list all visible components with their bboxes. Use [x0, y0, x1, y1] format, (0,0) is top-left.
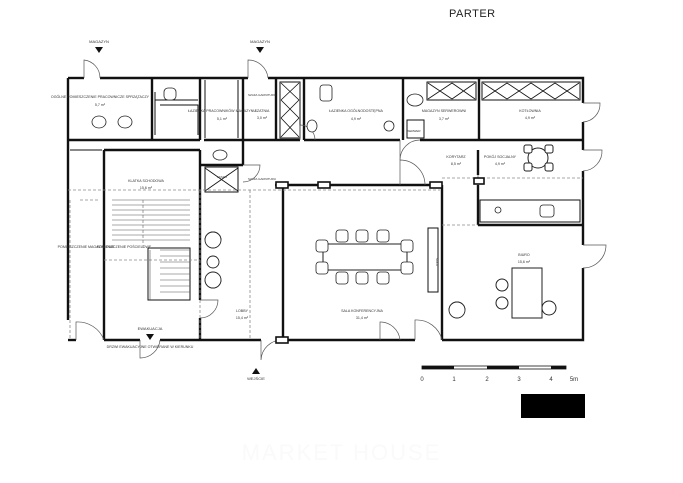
- room-name: POMIESZCZENIE POŚCIELOWE: [97, 244, 152, 249]
- entrance-label: MAGAZYN: [250, 39, 270, 44]
- scale-tick: 1: [452, 377, 456, 383]
- fixture-label: SZAFKI: [217, 175, 228, 179]
- fixture-label: SERWER: [407, 129, 421, 133]
- room-name: KOTŁOWNIA: [519, 109, 541, 113]
- fixture-label: SZAFA GARNITURU: [248, 177, 276, 181]
- storage-hatch: [204, 82, 580, 192]
- dashed-lines: [68, 177, 583, 340]
- entrance-label: MAGAZYN: [89, 39, 109, 44]
- room-area: 4,9 m²: [351, 117, 362, 121]
- entrance-label: WEJŚCIE: [247, 376, 265, 381]
- room-area: 4,9 m²: [495, 162, 506, 166]
- staircase: [112, 199, 190, 300]
- room-area: 31,4 m²: [356, 316, 369, 320]
- scale-tick: 5m: [570, 377, 578, 383]
- room-area: 5,1 m²: [217, 117, 228, 121]
- fixture-label: SOFA: [435, 258, 439, 266]
- room-name: POMIESZCZENIE MAGAZYNOWE: [58, 245, 115, 249]
- room-name: POKÓJ SOCJALNY: [484, 154, 517, 159]
- lobby-chairs: [204, 231, 466, 319]
- brand-watermark: MARKET HOUSE: [241, 440, 442, 465]
- bathroom-fixtures: [91, 84, 555, 218]
- scale-tick: 3: [517, 377, 521, 383]
- walls: [66, 76, 585, 342]
- room-area: 15,6 m²: [140, 186, 153, 190]
- room-name: KORYTARZ: [446, 155, 466, 159]
- columns: [275, 177, 485, 344]
- scale-tick: 4: [549, 377, 553, 383]
- office-desk: [495, 267, 557, 319]
- labels: MAGAZYN MAGAZYN WEJŚCIE EWAKUACJA OGÓLNE…: [51, 39, 541, 381]
- room-name: SZATNIA: [255, 109, 271, 113]
- room-name: BIURO: [518, 253, 530, 257]
- social-table: [523, 144, 554, 172]
- room-name: OGÓLNE POMIESZCZENIE PRACOWNICZE SPRZĄTA…: [51, 94, 150, 99]
- room-name: LOBBY: [236, 309, 249, 313]
- room-area: 15,4 m²: [236, 316, 249, 320]
- redaction-box: [521, 394, 585, 418]
- room-area: 8,5 m²: [451, 162, 462, 166]
- room-name: DRZWI EWAKUACYJNE OTWIERANE W KIERUNKU: [107, 345, 194, 349]
- scale-tick: 2: [485, 377, 489, 383]
- fixture-label: SZAFA GARNITURU: [248, 93, 276, 97]
- room-name: ŁAZIENKA PRACOWNIKÓW MAGAZYNU: [188, 108, 256, 113]
- room-name: SALA KONFERENCYJNA: [341, 309, 383, 313]
- entrance-arrows: [95, 47, 264, 374]
- room-name: ŁAZIENKA OGÓLNODOSTĘPNA: [329, 108, 383, 113]
- room-area: 3,7 m²: [439, 117, 450, 121]
- entrance-label: EWAKUACJA: [138, 326, 163, 331]
- room-area: 15,6 m²: [518, 260, 531, 264]
- partitions: [70, 80, 581, 301]
- scale-bar: 0 1 2 3 4 5m: [420, 365, 578, 383]
- scale-tick: 0: [420, 377, 424, 383]
- room-name: KLATKA SCHODOWA: [128, 179, 164, 183]
- page-title: PARTER: [449, 8, 496, 20]
- room-area: 5,7 m²: [95, 103, 106, 107]
- room-area: 4,9 m²: [525, 116, 536, 120]
- room-area: 3,0 m²: [257, 116, 268, 120]
- room-name: MAGAZYN SERWEROWNI: [422, 109, 466, 113]
- conference-table: [322, 243, 408, 271]
- conference-chairs: [315, 229, 414, 285]
